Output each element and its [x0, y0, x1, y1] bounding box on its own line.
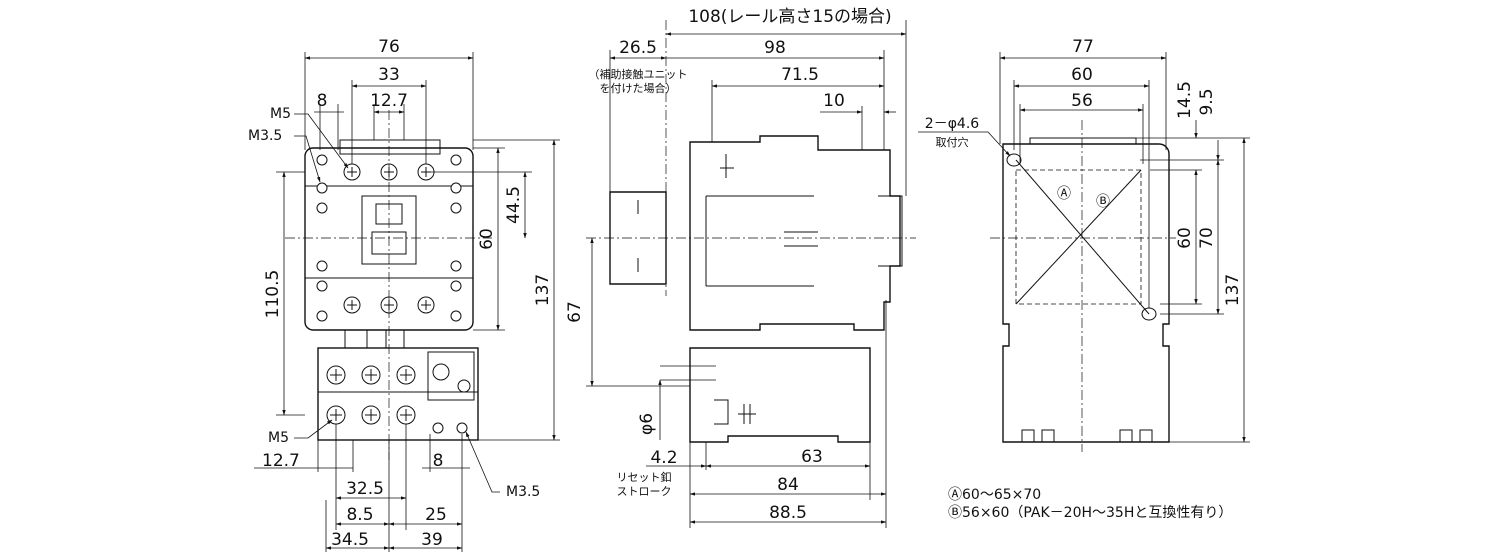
- dim-mount-h60: 60: [1175, 227, 1195, 249]
- label-m3-5-bottom: M3.5: [506, 484, 540, 500]
- dim-front-25: 25: [425, 505, 447, 525]
- dim-side-67: 67: [565, 301, 585, 323]
- note-aux-unit-1: （補助接触ユニット: [589, 67, 688, 81]
- label-mounting-hole-1: 2－φ4.6: [925, 116, 979, 132]
- label-reset-2: ストローク: [617, 485, 672, 498]
- dim-mount-9-5: 9.5: [1197, 88, 1217, 115]
- mounting-outline: [1002, 143, 1170, 443]
- label-m3-5-top: M3.5: [248, 128, 282, 144]
- dim-front-bottom-12-7: 12.7: [262, 451, 300, 471]
- label-mounting-hole-2: 取付穴: [936, 135, 969, 149]
- front-view: 76 33 12.7 8 M5 M3.5 44.5 60 110.5 137 M…: [248, 37, 560, 552]
- mark-b: Ⓑ: [1096, 194, 1110, 210]
- dim-front-bottom-8: 8: [433, 451, 444, 471]
- dim-front-110-5: 110.5: [263, 270, 283, 319]
- dim-front-60: 60: [477, 228, 497, 250]
- top-terminal-cover: [339, 139, 441, 155]
- dim-side-98: 98: [764, 38, 786, 58]
- dim-side-4-2: 4.2: [650, 448, 677, 468]
- dim-front-8: 8: [317, 91, 328, 111]
- dim-front-33: 33: [378, 65, 400, 85]
- relay-terminal-screws: [326, 365, 416, 425]
- dim-front-width-76: 76: [378, 37, 400, 57]
- mounting-hole-top: [1006, 153, 1022, 167]
- relay-side-body: [689, 347, 871, 443]
- dim-side-71-5: 71.5: [781, 65, 819, 85]
- relay-dial: [427, 351, 475, 401]
- note-aux-unit-2: を付けた場合）: [600, 81, 677, 95]
- overload-relay-body: [317, 347, 479, 441]
- dim-mount-77: 77: [1072, 37, 1094, 57]
- contactor-side-body: [689, 135, 901, 331]
- dim-side-10: 10: [823, 91, 845, 111]
- label-reset-1: リセット釦: [617, 470, 672, 484]
- dim-side-63: 63: [801, 447, 823, 467]
- dim-front-137: 137: [533, 274, 553, 306]
- side-view: 108(レール高さ15の場合) 26.5 98 71.5 10 （補助接触ユニッ…: [565, 7, 916, 528]
- dim-mount-h70: 70: [1197, 227, 1217, 249]
- dim-front-8-5: 8.5: [346, 505, 373, 525]
- dim-mount-60: 60: [1071, 65, 1093, 85]
- dim-side-phi6: φ6: [637, 413, 657, 435]
- legend-a: Ⓐ60～65×70: [948, 487, 1041, 503]
- dim-mount-56: 56: [1071, 91, 1093, 111]
- auxiliary-unit: [609, 191, 667, 285]
- dim-mount-14-5: 14.5: [1175, 81, 1195, 119]
- dim-front-44-5: 44.5: [504, 186, 524, 224]
- dim-front-12-7: 12.7: [370, 91, 408, 111]
- label-m5-top: M5: [270, 106, 291, 122]
- dim-side-88-5: 88.5: [769, 503, 807, 523]
- legend-b: Ⓑ56×60（PAK－20H～35Hと互換性有り）: [948, 505, 1232, 521]
- label-m5-bottom: M5: [268, 430, 289, 446]
- legend: Ⓐ60～65×70 Ⓑ56×60（PAK－20H～35Hと互換性有り）: [948, 487, 1232, 521]
- dim-side-26-5: 26.5: [619, 38, 657, 58]
- dim-front-32-5: 32.5: [346, 479, 384, 499]
- mark-a: Ⓐ: [1057, 186, 1071, 202]
- side-auxiliary-screws: [316, 154, 462, 322]
- dim-front-39: 39: [421, 530, 443, 550]
- dim-mount-h137: 137: [1223, 274, 1243, 306]
- dim-side-108: 108(レール高さ15の場合): [688, 7, 891, 27]
- dim-front-34-5: 34.5: [331, 530, 369, 550]
- dim-side-84: 84: [777, 475, 799, 495]
- mounting-view: 77 60 56 14.5 9.5 2－φ4.6 取付穴 Ⓐ Ⓑ 60 70 1…: [918, 37, 1250, 452]
